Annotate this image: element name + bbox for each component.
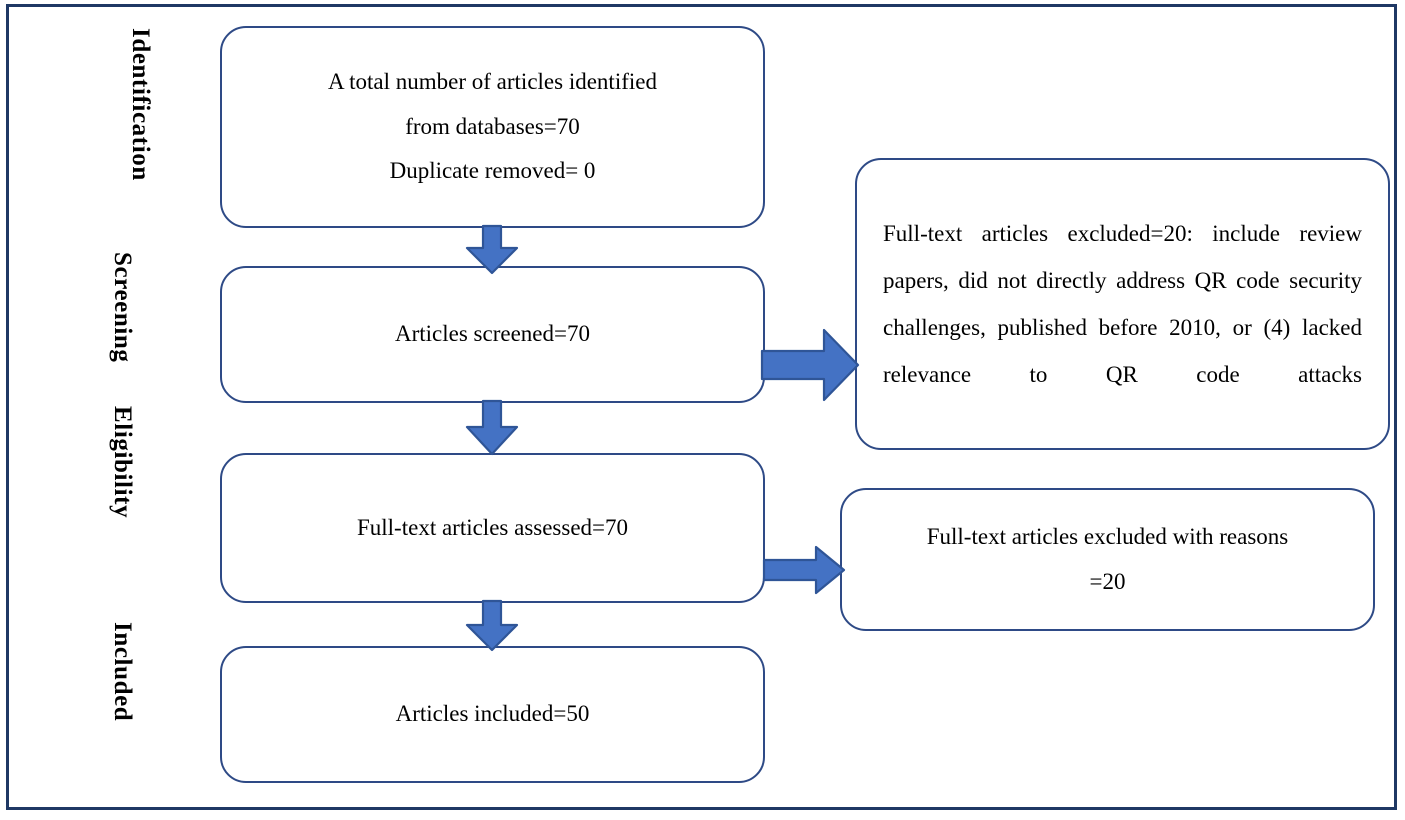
identification-box: A total number of articles identified fr… [220,26,765,228]
stage-label-included: Included [109,622,136,722]
excluded-eligibility-box: Full-text articles excluded with reasons… [840,488,1375,631]
eligibility-box: Full-text articles assessed=70 [220,453,765,603]
screening-line-1: Articles screened=70 [395,321,590,347]
identification-box-text: A total number of articles identified fr… [222,60,763,195]
excluded-screening-box: Full-text articles excluded=20: include … [855,158,1390,450]
excluded-screening-text: Full-text articles excluded=20: include … [883,220,1362,388]
stage-label-eligibility: Eligibility [109,406,136,519]
arrow-screening-to-excluded [760,328,860,402]
included-box: Articles included=50 [220,646,765,783]
arrow-screening-to-eligibility [464,399,520,456]
excluded-eligibility-line-2: =20 [1089,568,1126,594]
excluded-eligibility-text: Full-text articles excluded with reasons… [842,515,1373,605]
stage-label-screening: Screening [109,252,136,363]
identification-line-1: A total number of articles identified [328,68,657,94]
identification-line-2: from databases=70 [405,113,580,139]
eligibility-line-1: Full-text articles assessed=70 [356,514,629,540]
arrow-identification-to-screening [464,224,520,275]
stage-label-identification: Identification [127,28,154,181]
arrow-eligibility-to-included [464,599,520,652]
arrow-eligibility-to-excluded [762,545,846,595]
included-line-1: Articles included=50 [395,701,590,727]
screening-box-text: Articles screened=70 [222,312,763,357]
identification-line-3: Duplicate removed= 0 [389,158,596,184]
excluded-eligibility-line-1: Full-text articles excluded with reasons [926,523,1289,549]
screening-box: Articles screened=70 [220,266,765,403]
eligibility-box-text: Full-text articles assessed=70 [222,506,763,551]
included-box-text: Articles included=50 [222,692,763,737]
